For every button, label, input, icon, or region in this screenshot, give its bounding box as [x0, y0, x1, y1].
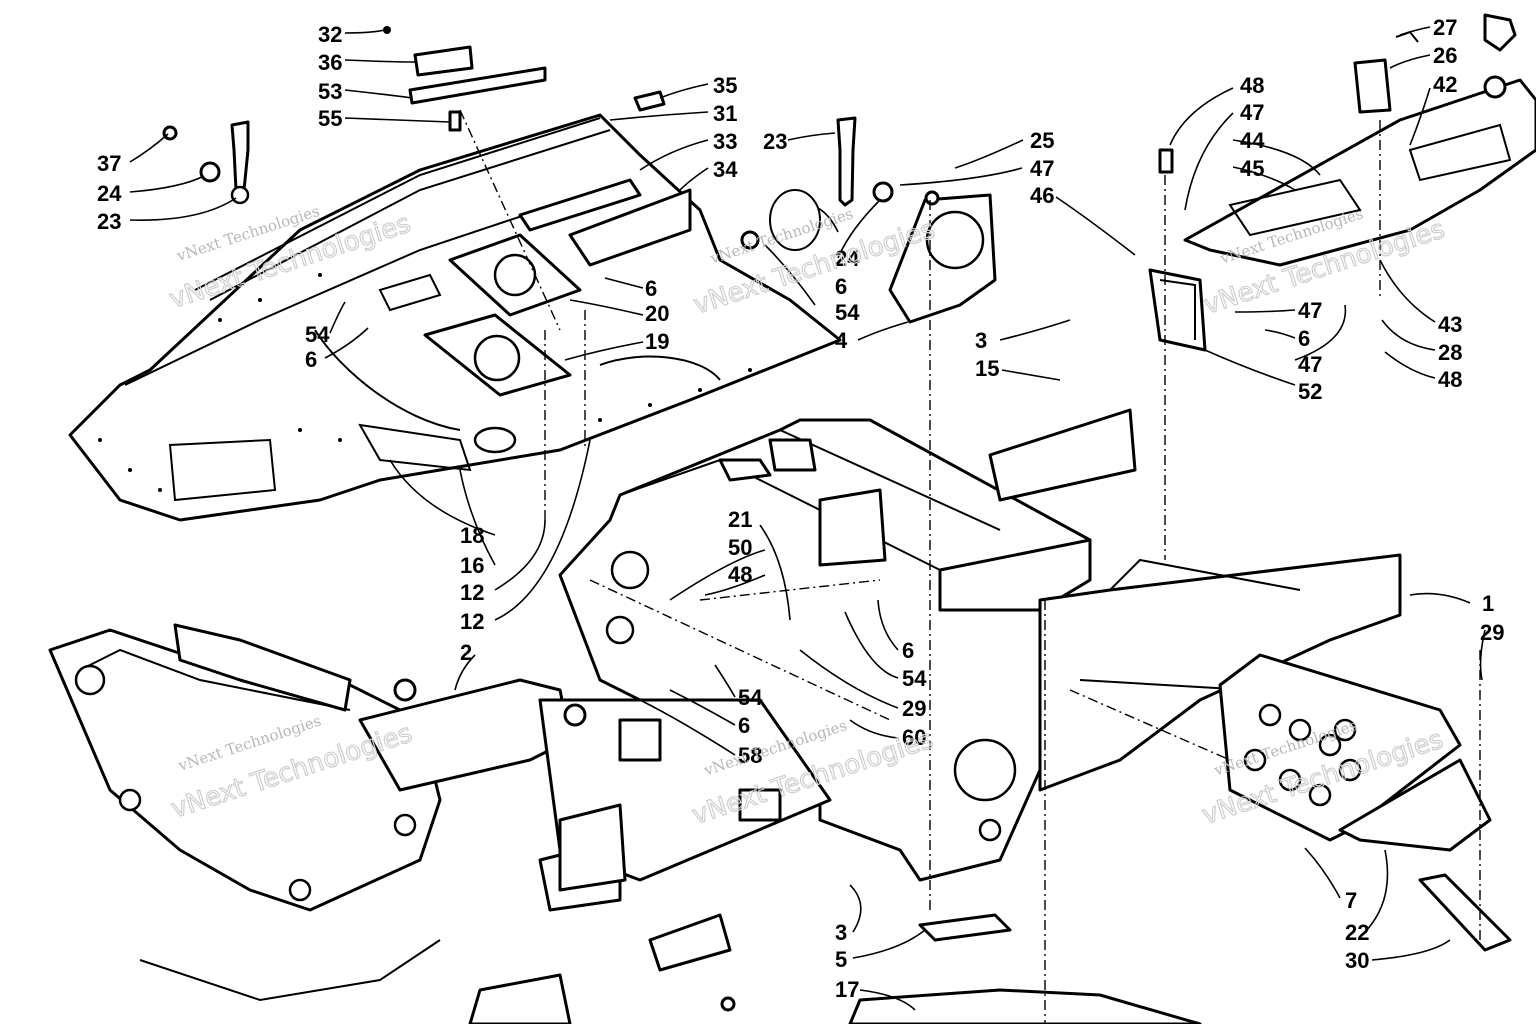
center-bracket	[740, 116, 997, 324]
callout-15: 15	[975, 356, 999, 381]
callout-labels: 32 36 53 55 35 31 33 34 37 24 23 54 6 20…	[97, 15, 1504, 1002]
assembly-lines	[459, 109, 1481, 1024]
callout-5: 5	[835, 947, 847, 972]
callout-47d: 47	[1298, 352, 1322, 377]
callout-34: 34	[713, 157, 738, 182]
callout-42: 42	[1433, 72, 1457, 97]
callout-37: 37	[97, 151, 121, 176]
callout-54d: 54	[738, 685, 763, 710]
callout-43: 43	[1438, 312, 1462, 337]
callout-54c: 54	[902, 666, 927, 691]
callout-47b: 47	[1240, 100, 1264, 125]
callout-53: 53	[318, 79, 342, 104]
callout-48b: 48	[1438, 367, 1462, 392]
callout-30: 30	[1345, 948, 1369, 973]
callout-36: 36	[318, 50, 342, 75]
callout-18: 18	[460, 523, 484, 548]
callout-47: 47	[1030, 156, 1054, 181]
callout-55: 55	[318, 106, 342, 131]
callout-22: 22	[1345, 920, 1369, 945]
dash-panel	[68, 26, 842, 522]
callout-6: 6	[305, 347, 317, 372]
callout-24b: 24	[835, 246, 860, 271]
callout-35: 35	[713, 73, 737, 98]
callout-50: 50	[728, 535, 752, 560]
leader-lines	[129, 26, 1486, 1011]
rear-handle-bracket	[1148, 13, 1536, 352]
callout-52: 52	[1298, 379, 1322, 404]
callout-48c: 48	[728, 562, 752, 587]
callout-12b: 12	[460, 609, 484, 634]
callout-25: 25	[1030, 128, 1054, 153]
callout-29b: 29	[1480, 620, 1504, 645]
callout-6c: 6	[835, 274, 847, 299]
callout-6e: 6	[902, 638, 914, 663]
callout-6d: 6	[1298, 326, 1310, 351]
callout-45: 45	[1240, 156, 1264, 181]
callout-17: 17	[835, 977, 859, 1002]
panel-rivets	[98, 273, 752, 492]
callout-48: 48	[1240, 73, 1264, 98]
callout-24: 24	[97, 181, 122, 206]
callout-33: 33	[713, 129, 737, 154]
callout-31: 31	[713, 101, 737, 126]
callout-3: 3	[975, 328, 987, 353]
callout-60: 60	[902, 725, 926, 750]
callout-32: 32	[318, 22, 342, 47]
callout-1: 1	[1482, 591, 1494, 616]
bulkhead-frame	[558, 408, 1402, 882]
callout-28: 28	[1438, 340, 1462, 365]
callout-2: 2	[460, 640, 472, 665]
skid-plate	[1218, 653, 1512, 952]
front-suspension	[48, 623, 1202, 1024]
callout-12: 12	[460, 580, 484, 605]
callout-4: 4	[835, 328, 848, 353]
callout-7: 7	[1345, 888, 1357, 913]
callout-27: 27	[1433, 15, 1457, 40]
callout-47c: 47	[1298, 298, 1322, 323]
callout-23b: 23	[763, 129, 787, 154]
callout-54: 54	[305, 322, 330, 347]
callout-3b: 3	[835, 920, 847, 945]
callout-26: 26	[1433, 43, 1457, 68]
callout-54b: 54	[835, 300, 860, 325]
callout-6f: 6	[738, 713, 750, 738]
callout-21: 21	[728, 507, 752, 532]
callout-19: 19	[645, 329, 669, 354]
callout-6b: 6	[645, 276, 657, 301]
callout-23: 23	[97, 209, 121, 234]
callout-44: 44	[1240, 128, 1265, 153]
callout-20: 20	[645, 301, 669, 326]
callout-58: 58	[738, 743, 762, 768]
callout-46: 46	[1030, 183, 1054, 208]
callout-16: 16	[460, 553, 484, 578]
callout-29: 29	[902, 696, 926, 721]
